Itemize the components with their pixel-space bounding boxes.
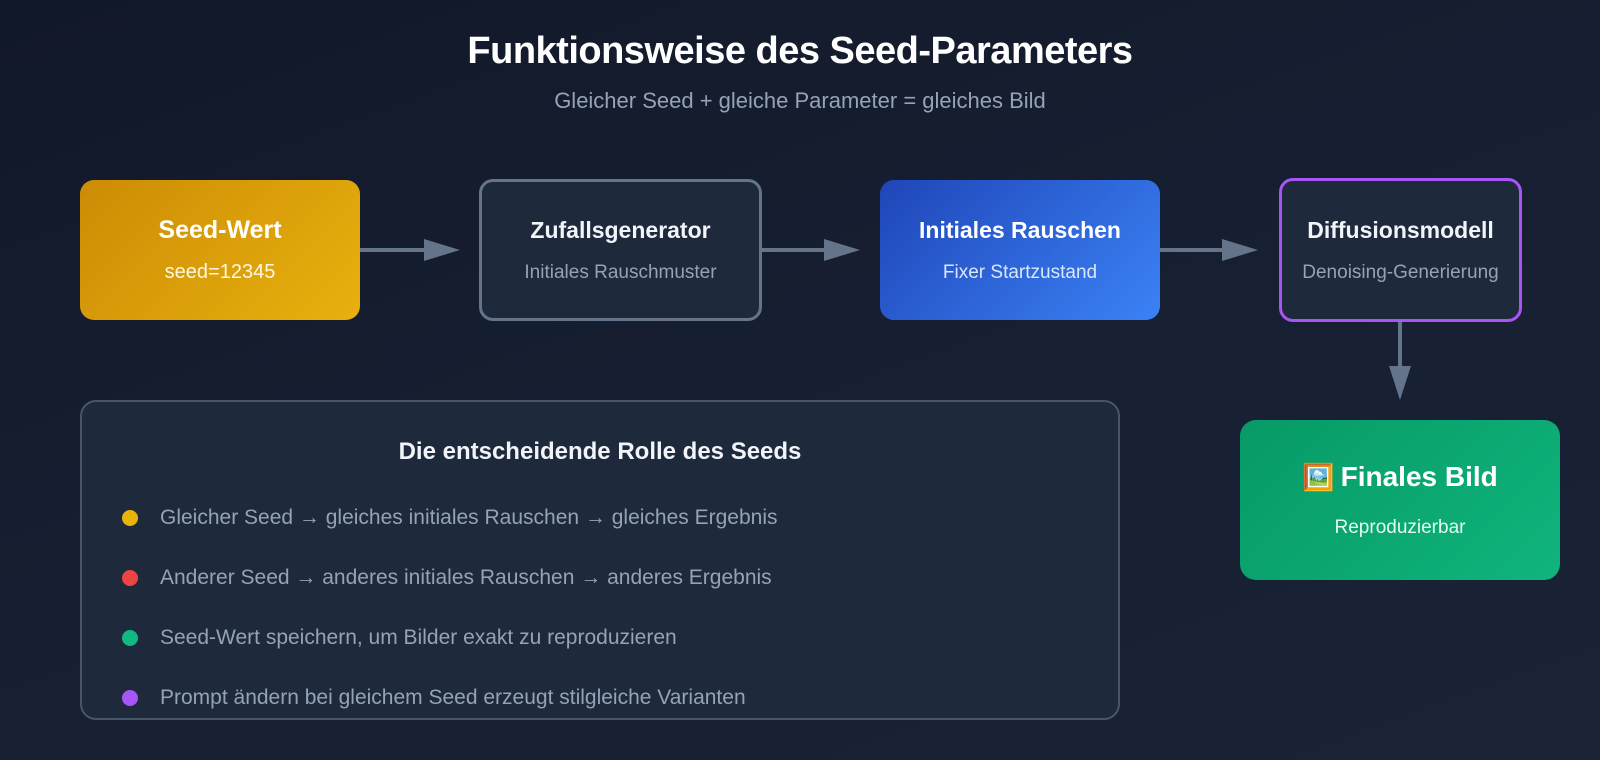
bullet-dot-icon	[122, 510, 138, 526]
bullet-text: Seed-Wert speichern, um Bilder exakt zu …	[160, 626, 677, 649]
arrowhead-1	[424, 239, 460, 261]
list-item: Gleicher Seed → gleiches initiales Rausc…	[122, 506, 778, 566]
bullet-text: Prompt ändern bei gleichem Seed erzeugt …	[160, 686, 746, 709]
bullet-list: Gleicher Seed → gleiches initiales Rausc…	[122, 506, 778, 746]
node-title: Zufallsgenerator	[530, 216, 711, 243]
bullet-dot-icon	[122, 570, 138, 586]
framed-picture-icon: 🖼️	[1302, 462, 1335, 492]
node-seed-value: Seed-Wert seed=12345	[80, 180, 360, 320]
bullet-dot-icon	[122, 690, 138, 706]
diagram-subtitle: Gleicher Seed + gleiche Parameter = glei…	[554, 88, 1046, 113]
arrowhead-4	[1389, 366, 1411, 400]
list-item: Prompt ändern bei gleichem Seed erzeugt …	[122, 686, 778, 746]
node-title: Seed-Wert	[158, 216, 282, 244]
arrowhead-3	[1222, 239, 1258, 261]
list-item: Seed-Wert speichern, um Bilder exakt zu …	[122, 626, 778, 686]
node-subtitle: Denoising-Generierung	[1302, 261, 1499, 283]
seed-role-panel: Die entscheidende Rolle des Seeds Gleich…	[80, 400, 1120, 720]
arrowhead-2	[824, 239, 860, 261]
node-title: Finales Bild	[1340, 461, 1498, 492]
diagram-title: Funktionsweise des Seed-Parameters	[467, 30, 1133, 72]
list-item: Anderer Seed → anderes initiales Rausche…	[122, 566, 778, 626]
node-subtitle: Initiales Rauschmuster	[524, 261, 717, 283]
node-final-image: 🖼️Finales Bild Reproduzierbar	[1240, 420, 1560, 580]
node-subtitle: seed=12345	[164, 261, 276, 283]
node-title: Diffusionsmodell	[1307, 216, 1494, 243]
bullet-dot-icon	[122, 630, 138, 646]
node-title-row: 🖼️Finales Bild	[1302, 461, 1498, 493]
panel-title: Die entscheidende Rolle des Seeds	[398, 438, 802, 465]
bullet-text: Gleicher Seed → gleiches initiales Rausc…	[160, 506, 778, 529]
node-subtitle: Reproduzierbar	[1334, 517, 1466, 538]
node-title: Initiales Rauschen	[919, 216, 1121, 243]
node-initial-noise: Initiales Rauschen Fixer Startzustand	[880, 180, 1160, 320]
node-subtitle: Fixer Startzustand	[942, 261, 1098, 283]
bullet-text: Anderer Seed → anderes initiales Rausche…	[160, 566, 772, 589]
node-random-generator: Zufallsgenerator Initiales Rauschmuster	[479, 179, 762, 321]
node-diffusion-model: Diffusionsmodell Denoising-Generierung	[1279, 178, 1522, 322]
